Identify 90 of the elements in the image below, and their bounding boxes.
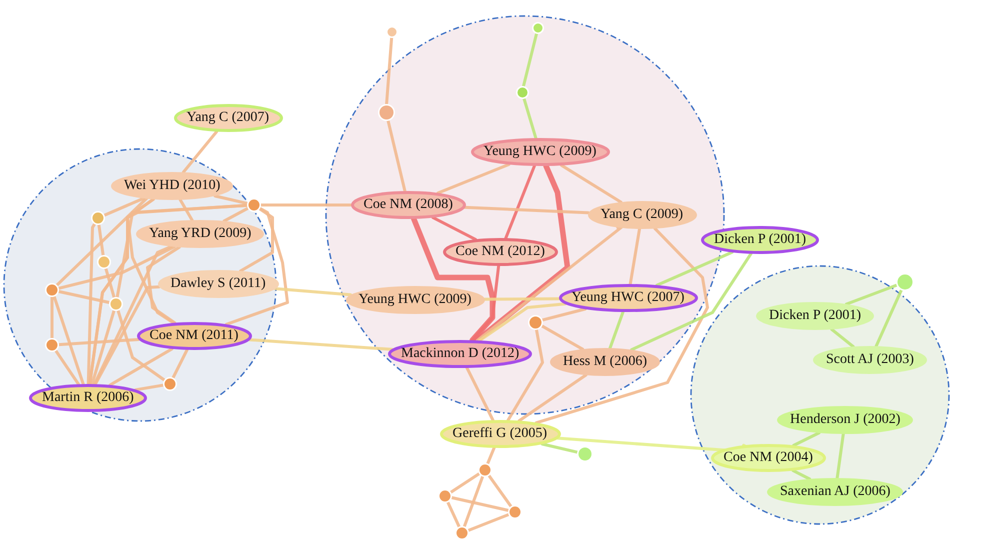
node-ellipse: Wei YHD (2010) [111, 172, 234, 200]
node-circle [455, 526, 469, 540]
link-line [449, 472, 481, 494]
link-line [630, 252, 752, 352]
link-line [239, 207, 274, 272]
link-line [94, 285, 160, 386]
node-ellipse: Martin R (2006) [29, 384, 147, 412]
link-line [792, 469, 812, 480]
link-line [522, 32, 538, 88]
node-ellipse: Yang C (2007) [174, 104, 282, 132]
link-line [462, 475, 484, 528]
node-ellipse: Dicken P (2001) [701, 226, 820, 254]
link-line [466, 366, 494, 422]
link-line [52, 295, 85, 386]
node-ellipse: Yang C (2009) [588, 201, 696, 229]
link-line [540, 324, 584, 351]
link-line [436, 163, 510, 194]
link-line [608, 310, 624, 350]
link-line [248, 338, 394, 351]
node-circle [247, 198, 261, 212]
link-line [830, 328, 855, 348]
link-line [57, 290, 111, 304]
node-ellipse: Henderson J (2002) [777, 406, 914, 434]
link-line [182, 130, 218, 174]
link-line [116, 309, 166, 382]
link-line [90, 309, 116, 386]
node-circle [508, 505, 522, 519]
link-line [172, 348, 188, 380]
node-circle [478, 463, 492, 477]
link-line [464, 206, 590, 214]
node-ellipse: Yeung HWC (2009) [346, 286, 484, 314]
link-line [874, 288, 903, 348]
node-ellipse: Hess M (2006) [550, 348, 660, 376]
link-line [102, 196, 145, 217]
link-line [446, 500, 461, 528]
node-ellipse: Scott AJ (2003) [813, 346, 927, 374]
link-line [104, 267, 116, 299]
link-line [506, 328, 544, 422]
link-line [224, 206, 289, 326]
link-line [836, 432, 845, 480]
link-line [486, 446, 496, 465]
node-circle [386, 26, 398, 38]
node-circle [438, 489, 452, 503]
node-ellipse: Dawley S (2011) [158, 270, 279, 298]
link-line [93, 245, 173, 386]
node-ellipse: Dicken P (2001) [756, 302, 874, 330]
link-line [655, 250, 734, 287]
link-line [792, 431, 820, 447]
cluster-circle [690, 265, 950, 525]
node-circle [577, 446, 593, 462]
link-line [54, 349, 80, 386]
link-line [504, 164, 536, 240]
link-line [432, 216, 477, 241]
link-line [222, 206, 250, 222]
link-line [134, 384, 165, 392]
link-line [522, 96, 538, 140]
link-line [844, 284, 898, 306]
link-line [260, 204, 352, 206]
link-line [88, 204, 248, 386]
link-line [478, 302, 567, 342]
link-line [146, 246, 181, 324]
link-line [214, 194, 249, 205]
link-line [86, 222, 96, 386]
link-line [58, 338, 140, 346]
link-line [482, 297, 560, 301]
link-line [560, 164, 622, 204]
link-line [628, 228, 641, 286]
node-circle [896, 273, 914, 291]
link-line [97, 223, 105, 257]
node-ellipse: Gereffi G (2005) [440, 420, 560, 448]
link-line [385, 36, 394, 105]
link-line [518, 374, 588, 422]
link-line [108, 347, 174, 386]
link-line [488, 474, 512, 508]
link-line [178, 198, 194, 222]
cluster-circle [3, 148, 277, 422]
link-line [540, 308, 587, 322]
link-line [534, 227, 709, 424]
link-line [386, 118, 406, 192]
link-line [540, 442, 579, 454]
link-line [450, 496, 510, 512]
node-ellipse: Saxenian AJ (2006) [767, 478, 904, 506]
node-ellipse: Yang YRD (2009) [136, 220, 264, 248]
link-line [57, 245, 176, 290]
link-line [56, 196, 149, 287]
link-line [411, 216, 496, 343]
link-line [274, 287, 352, 296]
link-line [467, 513, 510, 532]
link-line [470, 264, 500, 342]
link-line [50, 296, 54, 340]
